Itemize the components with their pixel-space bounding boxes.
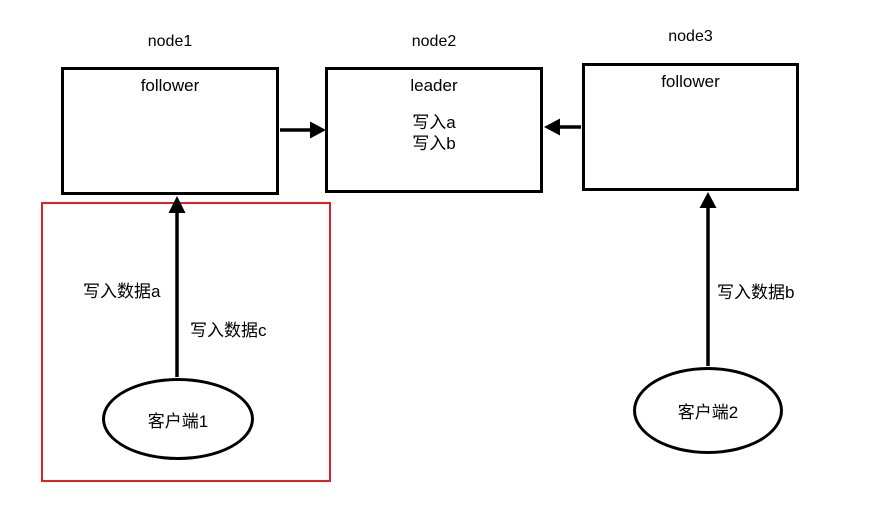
arrow-client2-to-node3 — [699, 192, 717, 366]
node2-entry-write-b: 写入b — [412, 134, 456, 153]
highlight-rectangle — [41, 202, 331, 482]
node2-box: leader 写入a 写入b — [325, 67, 543, 193]
node1-box: follower — [61, 67, 279, 195]
node3-title: node3 — [668, 28, 713, 45]
node1-role-label: follower — [140, 76, 200, 95]
arrow-node1-to-node2 — [280, 121, 326, 139]
node3-role-label: follower — [661, 72, 720, 91]
edge-label-write-data-c: 写入数据c — [190, 321, 267, 340]
client2-label: 客户端2 — [677, 403, 739, 422]
node2-title: node2 — [411, 33, 457, 50]
node2-entry-write-a: 写入a — [412, 113, 456, 132]
client2-ellipse: 客户端2 — [633, 367, 783, 454]
node2-log-entries: 写入a 写入b — [412, 112, 455, 154]
node1-title: node1 — [147, 33, 193, 50]
arrow-node3-to-node2 — [544, 118, 581, 136]
node3-box: follower — [582, 63, 799, 191]
edge-label-write-data-a: 写入数据a — [83, 282, 161, 301]
client1-label: 客户端1 — [147, 411, 209, 431]
node2-role-label: leader — [410, 76, 458, 95]
client1-ellipse: 客户端1 — [102, 378, 254, 460]
edge-label-write-data-b: 写入数据b — [717, 283, 795, 302]
